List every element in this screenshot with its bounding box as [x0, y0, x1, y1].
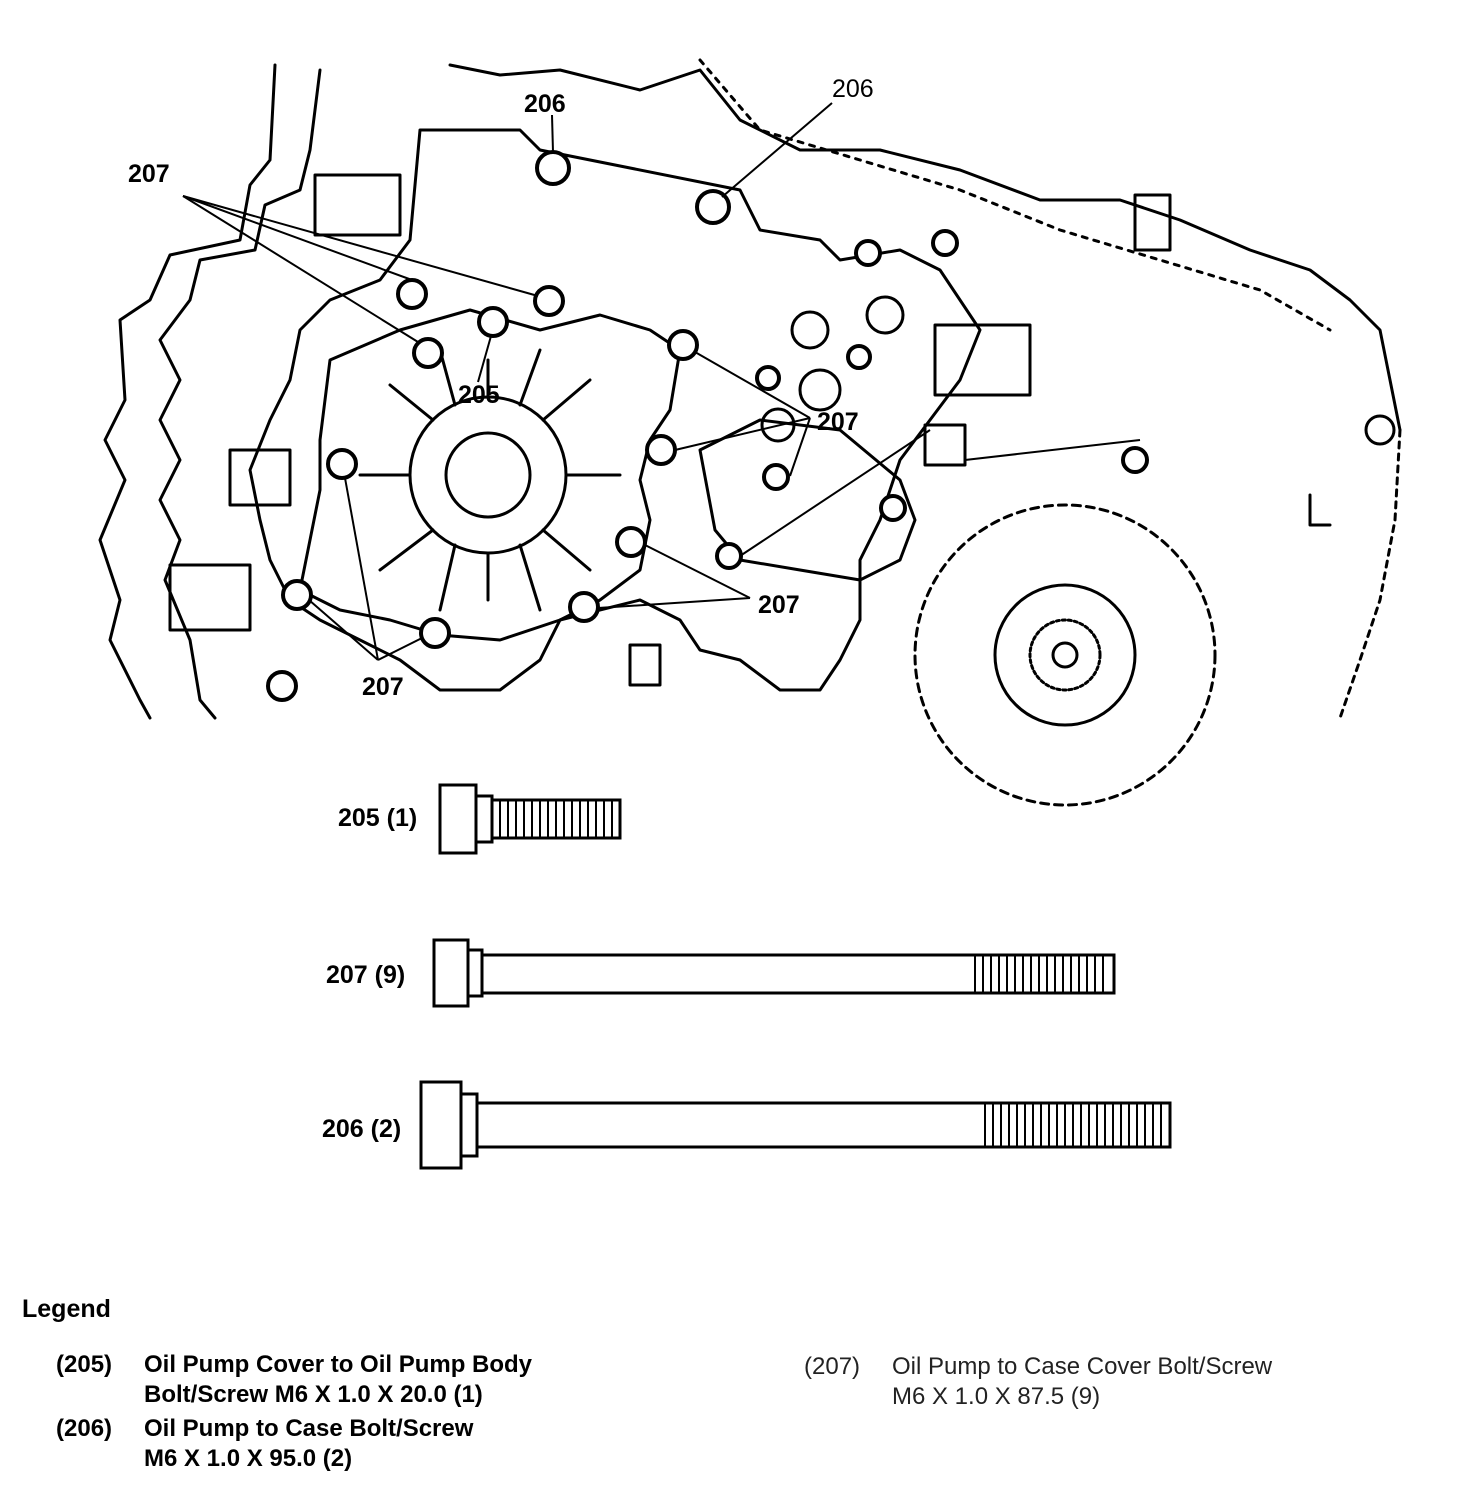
callout-207-right-mid: 207: [817, 408, 859, 436]
leader-connector: [964, 439, 1141, 461]
torque-converter-shaft: [1051, 641, 1079, 669]
bolt-207-d: [667, 329, 699, 361]
case-dashed-top: [698, 58, 1332, 332]
leader-206-right: [721, 102, 833, 198]
connector-right: [923, 423, 967, 467]
legend-entry-line1: Oil Pump to Case Cover Bolt/Screw: [892, 1353, 1273, 1380]
leader-207-bottom: [308, 599, 379, 661]
callout-206-right: 206: [832, 75, 874, 103]
callout-207-right-low: 207: [758, 591, 800, 619]
bolt-206-b: [695, 189, 731, 225]
boss: [790, 310, 830, 350]
torque-converter-spline: [1028, 618, 1102, 692]
legend-entry-line1: Oil Pump Cover to Oil Pump Body: [144, 1351, 533, 1378]
torque-converter-mid: [993, 583, 1137, 727]
pump-ribs: [358, 348, 622, 612]
bolt-aux: [846, 344, 872, 370]
leader-205: [477, 335, 492, 383]
pump-hub-inner: [444, 431, 532, 519]
bolt-207-f: [326, 448, 358, 480]
leader-207-right-low: [597, 597, 751, 609]
callout-206-top: 206: [524, 90, 566, 118]
solenoid-top-left: [313, 173, 402, 237]
leader-207-bottom: [377, 637, 423, 661]
connector-bottom: [628, 643, 662, 687]
leader-207-right-mid: [694, 351, 811, 419]
solenoid-bottom-left: [168, 563, 252, 632]
legend-entry-number: (205): [56, 1351, 113, 1378]
bolt-aux: [715, 542, 743, 570]
bolt-205: [477, 306, 509, 338]
bolt-aux: [755, 365, 781, 391]
boss: [865, 295, 905, 335]
bolt-206-label: 206 (2): [322, 1115, 401, 1143]
torque-converter-outer: [913, 503, 1217, 807]
leader-207-right-mid: [789, 417, 811, 477]
valve-body-plate: [248, 128, 982, 692]
bolt-aux: [762, 463, 790, 491]
bolt-206-a: [535, 150, 571, 186]
leader-207-right-mid: [674, 417, 811, 451]
bolt-aux: [879, 494, 907, 522]
case-outline-inner-left: [158, 68, 322, 720]
legend-entry-number: (206): [56, 1415, 113, 1442]
solenoid-right: [933, 323, 1032, 397]
callout-207-bottom: 207: [362, 673, 404, 701]
bolt-207-e: [645, 434, 677, 466]
bolt-206-illustration: [419, 1080, 1172, 1170]
bolt-aux: [854, 239, 882, 267]
bolt-207-i: [568, 591, 600, 623]
legend-entry-number: (207): [804, 1353, 861, 1380]
connector-top-right: [1133, 193, 1172, 252]
boss: [1364, 414, 1396, 446]
case-outline-left: [98, 63, 277, 720]
case-outline-right: [1338, 428, 1402, 720]
bolt-aux: [1121, 446, 1149, 474]
oil-pump-cover: [298, 308, 682, 642]
leader-207-left: [182, 195, 539, 297]
boss: [798, 368, 842, 412]
case-outline-top: [448, 63, 1402, 432]
legend-entry-line2: M6 X 1.0 X 87.5 (9): [892, 1383, 1101, 1410]
oil-pump-diagram: 206 206 207 205 207 207 207 205 (1) 207 …: [98, 58, 1402, 1170]
bolt-207-h: [281, 579, 313, 611]
legend-entry-line1: Oil Pump to Case Bolt/Screw: [144, 1415, 474, 1442]
callout-207-left: 207: [128, 160, 170, 188]
legend-title: Legend: [22, 1295, 111, 1323]
legend-entry-line2: M6 X 1.0 X 95.0 (2): [144, 1445, 353, 1472]
leader-207-left: [182, 195, 413, 281]
bolt-207-j: [419, 617, 451, 649]
bolt-205-illustration: [438, 783, 622, 855]
leader-207-bottom: [344, 477, 379, 661]
leader-207-left: [182, 195, 419, 343]
letter-L-mark: [1308, 493, 1332, 527]
bolt-207-c: [412, 337, 444, 369]
bolt-207-illustration: [432, 938, 1116, 1008]
legend: Legend: [22, 1295, 1462, 1346]
bolt-207-b: [533, 285, 565, 317]
solenoid-mid-left: [228, 448, 292, 507]
boss: [760, 407, 796, 443]
bolt-207-g: [615, 526, 647, 558]
leader-connector: [739, 429, 931, 557]
bolt-aux: [266, 670, 298, 702]
bolt-207-a: [396, 278, 428, 310]
bolt-207-label: 207 (9): [326, 961, 405, 989]
legend-entry-line2: Bolt/Screw M6 X 1.0 X 20.0 (1): [144, 1381, 483, 1408]
leader-207-right-low: [644, 544, 751, 599]
leader-206-top: [551, 114, 554, 153]
callout-205: 205: [458, 381, 500, 409]
bolt-aux: [931, 229, 959, 257]
bolt-205-label: 205 (1): [338, 804, 417, 832]
